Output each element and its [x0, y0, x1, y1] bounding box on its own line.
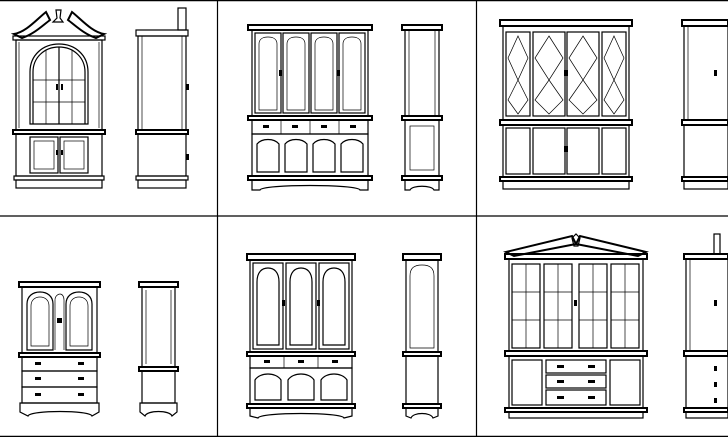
china-cabinet-four-door-side	[401, 24, 443, 191]
china-cabinet-four-door-front	[247, 24, 373, 191]
corner-cabinet-side	[135, 7, 189, 189]
china-chest-icon	[18, 281, 179, 418]
small-china-chest-side	[138, 281, 179, 418]
china-cabinet-three-door-side	[402, 253, 442, 419]
corner-cabinet-front	[10, 9, 108, 189]
breakfront-pediment-front	[503, 233, 649, 419]
breakfront-lattice-icon	[499, 19, 728, 190]
breakfront-lattice-front	[499, 19, 633, 190]
small-china-chest-front	[18, 281, 101, 417]
breakfront-lattice-side	[681, 19, 728, 190]
china-cabinet-icon	[247, 24, 443, 191]
breakfront-pediment-side	[683, 233, 728, 419]
breakfront-pediment-icon	[503, 233, 728, 419]
corner-cabinet-bonnet-top-icon	[10, 7, 189, 189]
china-cabinet-arched-icon	[246, 253, 442, 419]
china-cabinet-three-door-front	[246, 253, 356, 419]
